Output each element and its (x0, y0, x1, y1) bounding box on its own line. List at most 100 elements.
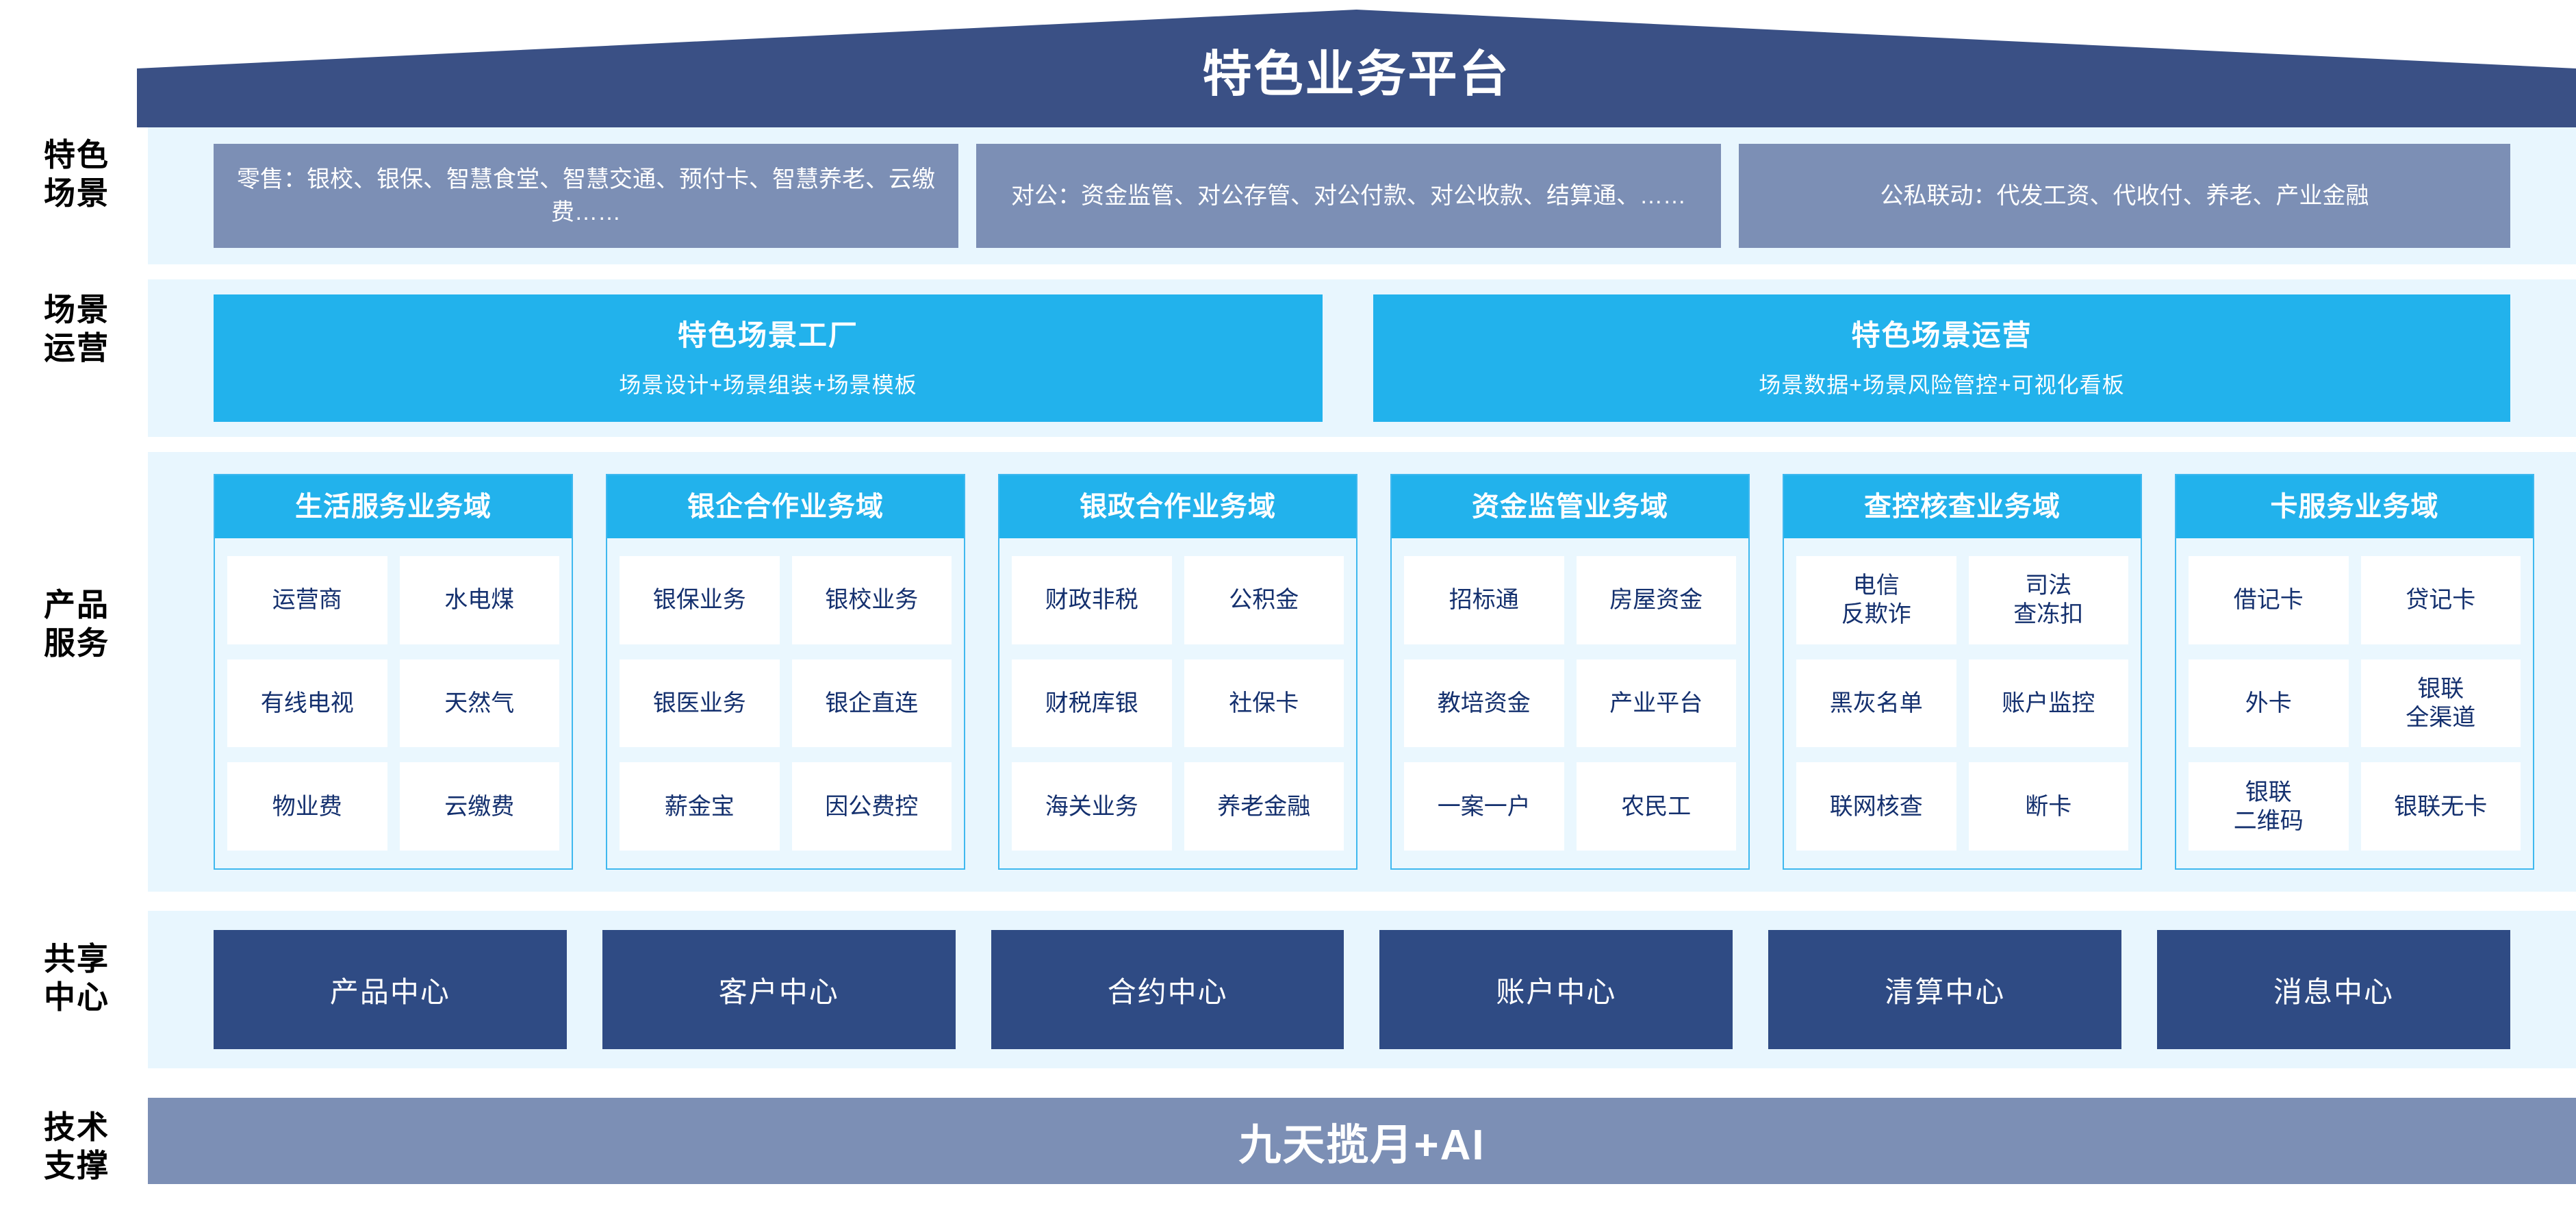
row-label-operations-line2: 运营 (44, 330, 110, 366)
product-cell[interactable]: 银医业务 (620, 659, 780, 748)
domain-row: 联网核查 断卡 (1796, 762, 2128, 851)
product-cell[interactable]: 财政非税 (1012, 556, 1172, 644)
product-cell[interactable]: 云缴费 (399, 762, 559, 851)
scenario-card-corporate[interactable]: 对公：资金监管、对公存管、对公付款、对公收款、结算通、…… (976, 144, 1721, 248)
product-cell[interactable]: 借记卡 (2189, 556, 2349, 644)
product-cell-label: 外卡 (2245, 690, 2292, 716)
product-cell[interactable]: 财税库银 (1012, 659, 1172, 748)
product-cell-label: 海关业务 (1045, 793, 1138, 820)
shared-centers-band: 产品中心 客户中心 合约中心 账户中心 清算中心 消息中心 (148, 911, 2576, 1068)
domain-card-card-service-body: 借记卡 贷记卡 外卡 银联 全渠道 银联 (2176, 538, 2533, 868)
product-cell-label: 银联无卡 (2394, 793, 2488, 820)
domain-card-bank-enterprise[interactable]: 银企合作业务域 银保业务 银校业务 银医业务 银企直连 薪金宝 因公费控 (606, 474, 965, 870)
product-cell[interactable]: 水电煤 (399, 556, 559, 644)
center-card-clearing[interactable]: 清算中心 (1768, 930, 2122, 1049)
center-card-account[interactable]: 账户中心 (1379, 930, 1733, 1049)
product-cell-label-line2: 全渠道 (2406, 705, 2476, 731)
scenario-card-retail[interactable]: 零售：银校、银保、智慧食堂、智慧交通、预付卡、智慧养老、云缴费…… (214, 144, 958, 248)
tech-support-bar[interactable]: 九天揽月+AI (148, 1098, 2576, 1184)
domain-card-life-service-title: 生活服务业务域 (215, 475, 572, 538)
product-cell-label: 断卡 (2025, 793, 2072, 820)
domain-row: 一案一户 农民工 (1404, 762, 1736, 851)
product-cell[interactable]: 贷记卡 (2360, 556, 2521, 644)
product-cell[interactable]: 公积金 (1184, 556, 1344, 644)
domain-card-life-service[interactable]: 生活服务业务域 运营商 水电煤 有线电视 天然气 物业费 云缴费 (214, 474, 573, 870)
product-cell[interactable]: 教培资金 (1404, 659, 1564, 748)
row-label-products: 产品 服务 (15, 586, 138, 662)
product-cell-label: 银医业务 (652, 690, 746, 716)
product-cell-label: 运营商 (272, 587, 342, 614)
domain-row: 运营商 水电煤 (227, 556, 559, 644)
domain-row: 物业费 云缴费 (227, 762, 559, 851)
product-cell[interactable]: 账户监控 (1968, 659, 2128, 748)
row-label-operations-line1: 场景 (44, 292, 110, 327)
product-cell[interactable]: 有线电视 (227, 659, 387, 748)
center-card-contract[interactable]: 合约中心 (991, 930, 1344, 1049)
product-cell-label: 银校业务 (825, 587, 919, 614)
row-label-scenarios-line1: 特色 (44, 137, 110, 173)
product-cell[interactable]: 养老金融 (1184, 762, 1344, 851)
product-cell[interactable]: 司法 查冻扣 (1968, 556, 2128, 644)
domain-card-card-service-title: 卡服务业务域 (2176, 475, 2533, 538)
product-cell[interactable]: 电信 反欺诈 (1796, 556, 1956, 644)
product-cell[interactable]: 银保业务 (620, 556, 780, 644)
operation-card-scenario-factory[interactable]: 特色场景工厂 场景设计+场景组装+场景模板 (214, 294, 1323, 422)
domain-card-fund-supervision[interactable]: 资金监管业务域 招标通 房屋资金 教培资金 产业平台 一案一户 农民工 (1390, 474, 1750, 870)
product-cell-label: 财政非税 (1045, 587, 1138, 614)
center-card-message[interactable]: 消息中心 (2157, 930, 2510, 1049)
product-cell[interactable]: 银联无卡 (2360, 762, 2521, 851)
product-cell[interactable]: 物业费 (227, 762, 387, 851)
page-title: 特色业务平台 (1202, 47, 1511, 102)
product-cell-label-line2: 反欺诈 (1841, 601, 1911, 628)
product-cell[interactable]: 海关业务 (1012, 762, 1172, 851)
domain-row: 银医业务 银企直连 (620, 659, 952, 748)
row-label-operations: 场景 运营 (15, 290, 138, 367)
product-cell[interactable]: 银企直连 (791, 659, 952, 748)
product-cell[interactable]: 联网核查 (1796, 762, 1956, 851)
product-cell-label: 招标通 (1449, 587, 1519, 614)
product-cell-label: 银联 (2245, 779, 2292, 805)
product-cell[interactable]: 外卡 (2189, 659, 2349, 748)
domain-row: 银保业务 银校业务 (620, 556, 952, 644)
domain-row: 借记卡 贷记卡 (2189, 556, 2521, 644)
product-cell-label: 有线电视 (260, 690, 354, 716)
row-label-products-line1: 产品 (44, 587, 110, 623)
domain-card-investigation-control[interactable]: 查控核查业务域 电信 反欺诈 司法 查冻扣 (1783, 474, 2142, 870)
product-cell[interactable]: 银联 全渠道 (2360, 659, 2521, 748)
scenario-card-public-private[interactable]: 公私联动：代发工资、代收付、养老、产业金融 (1739, 144, 2510, 248)
scenario-card-public-private-text: 公私联动：代发工资、代收付、养老、产业金融 (1880, 183, 2369, 209)
product-cell[interactable]: 农民工 (1576, 762, 1736, 851)
product-cell[interactable]: 运营商 (227, 556, 387, 644)
product-cell[interactable]: 房屋资金 (1576, 556, 1736, 644)
domain-card-card-service[interactable]: 卡服务业务域 借记卡 贷记卡 外卡 银联 全渠道 (2175, 474, 2534, 870)
operation-card-scenario-operation[interactable]: 特色场景运营 场景数据+场景风险管控+可视化看板 (1373, 294, 2510, 422)
center-card-clearing-label: 清算中心 (1885, 975, 2006, 1008)
operation-card-scenario-operation-title: 特色场景运营 (1851, 319, 2032, 351)
product-cell[interactable]: 银校业务 (791, 556, 952, 644)
product-cell[interactable]: 产业平台 (1576, 659, 1736, 748)
product-cell[interactable]: 黑灰名单 (1796, 659, 1956, 748)
row-label-products-line2: 服务 (44, 625, 110, 661)
domain-card-bank-government[interactable]: 银政合作业务域 财政非税 公积金 财税库银 社保卡 海关业务 养老金融 (998, 474, 1357, 870)
product-cell[interactable]: 天然气 (399, 659, 559, 748)
scenarios-band: 零售：银校、银保、智慧食堂、智慧交通、预付卡、智慧养老、云缴费…… 对公：资金监… (148, 127, 2576, 264)
product-cell[interactable]: 社保卡 (1184, 659, 1344, 748)
operation-card-scenario-factory-subtitle: 场景设计+场景组装+场景模板 (619, 373, 917, 397)
product-cell[interactable]: 招标通 (1404, 556, 1564, 644)
domain-row: 财税库银 社保卡 (1012, 659, 1344, 748)
product-cell[interactable]: 因公费控 (791, 762, 952, 851)
scenario-card-retail-text: 零售：银校、银保、智慧食堂、智慧交通、预付卡、智慧养老、云缴费…… (237, 166, 935, 225)
center-card-product[interactable]: 产品中心 (214, 930, 567, 1049)
row-label-centers-line2: 中心 (44, 979, 110, 1015)
product-cell[interactable]: 薪金宝 (620, 762, 780, 851)
center-card-contract-label: 合约中心 (1107, 975, 1228, 1008)
center-card-customer[interactable]: 客户中心 (602, 930, 956, 1049)
product-cell[interactable]: 断卡 (1968, 762, 2128, 851)
center-card-product-label: 产品中心 (329, 975, 450, 1008)
product-cell-label: 贷记卡 (2406, 587, 2476, 614)
product-cell[interactable]: 一案一户 (1404, 762, 1564, 851)
product-cell[interactable]: 银联 二维码 (2189, 762, 2349, 851)
domain-row: 银联 二维码 银联无卡 (2189, 762, 2521, 851)
operation-card-scenario-operation-subtitle: 场景数据+场景风险管控+可视化看板 (1759, 373, 2125, 397)
